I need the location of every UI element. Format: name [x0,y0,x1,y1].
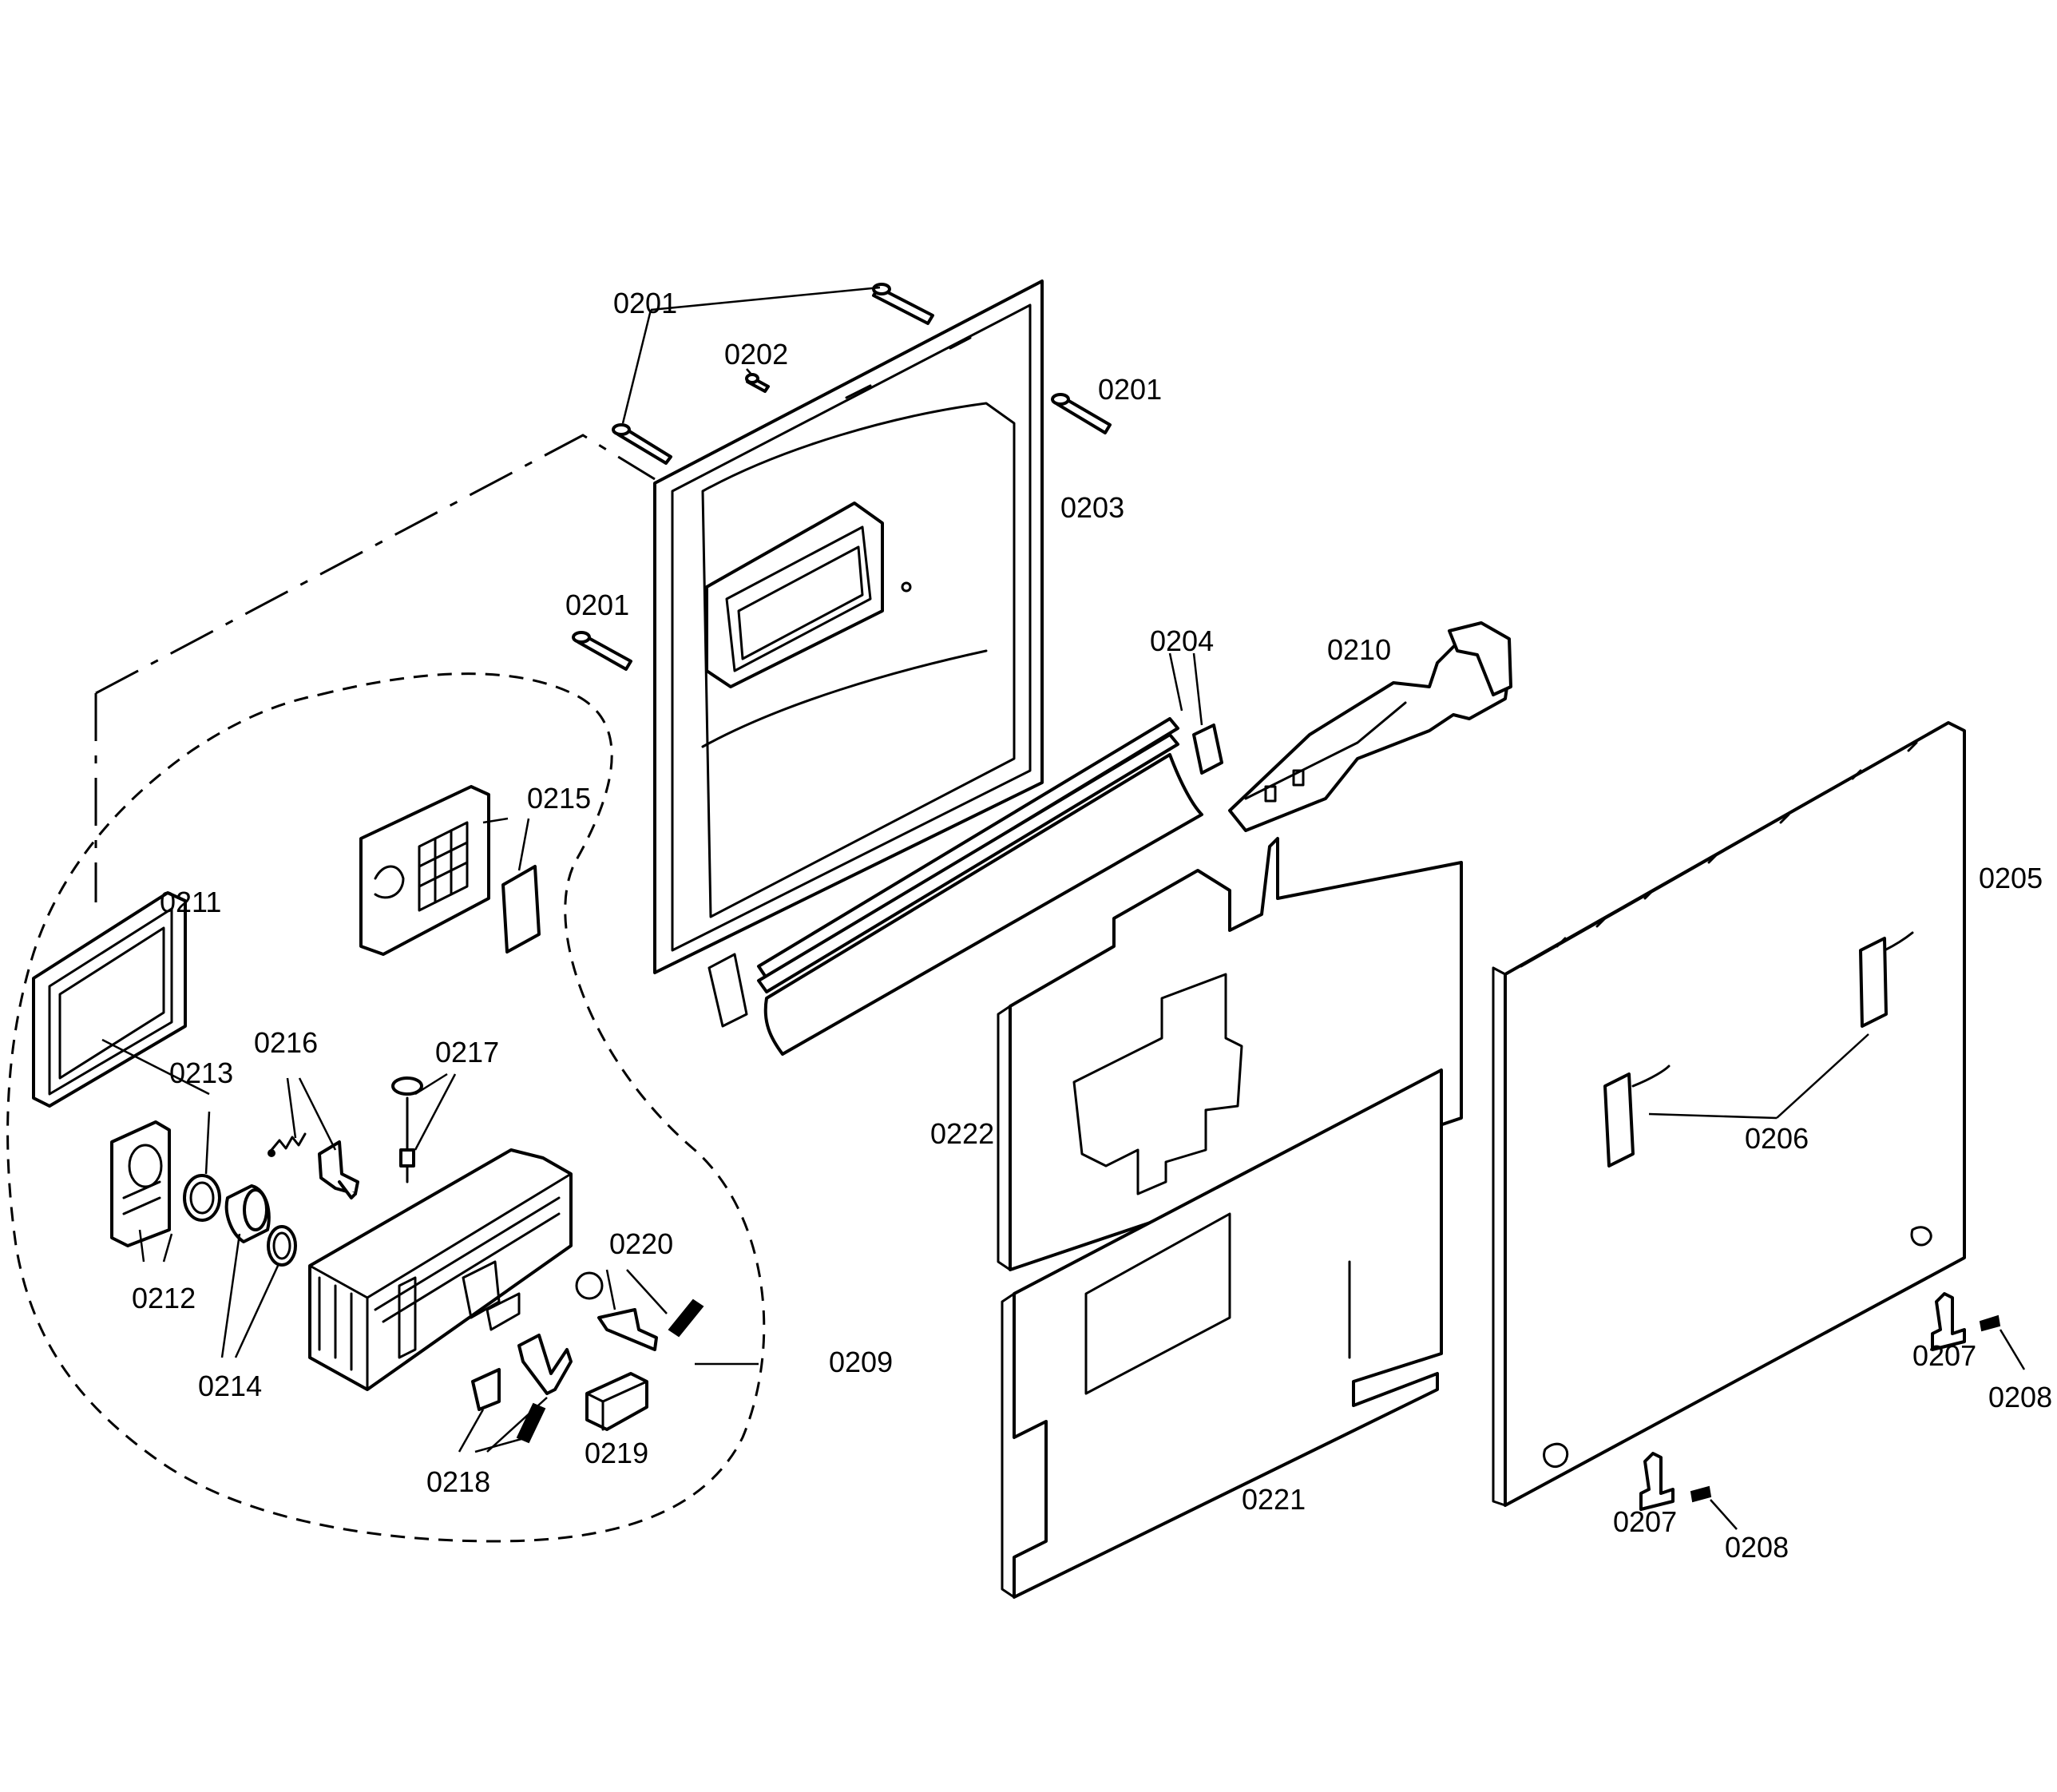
callout-labels: 0201 0202 0201 0203 0201 0204 0210 0215 … [132,287,2052,1564]
callout-0204: 0204 [1150,624,1214,657]
callout-0208-right: 0208 [1988,1381,2052,1413]
latch-0220 [597,1308,658,1351]
callout-0222: 0222 [930,1117,994,1150]
callout-0207-bottom: 0207 [1613,1505,1677,1538]
inner-door-panel [653,280,1044,974]
callout-0210: 0210 [1327,633,1391,666]
callout-0212: 0212 [132,1282,196,1314]
hinge-clip-0207-right [1931,1292,1966,1351]
screw-0201-lower [572,631,632,671]
callout-0219: 0219 [585,1437,648,1469]
lever-0216 [318,1140,359,1199]
seal-strip [707,717,1223,1056]
vent-cover [501,865,541,953]
callout-0221: 0221 [1242,1483,1306,1516]
callout-0218: 0218 [426,1465,490,1498]
callout-0220: 0220 [609,1227,673,1260]
leader-lines [101,286,2026,1530]
callout-0216: 0216 [254,1026,318,1059]
outer-door-panel [1492,721,1966,1507]
callout-0215: 0215 [527,782,591,815]
callout-0205: 0205 [1979,862,2043,894]
ball-0220 [575,1271,604,1300]
screw-0202 [745,373,770,393]
dispenser-opening [705,502,884,688]
actuator-0219 [585,1372,648,1431]
callout-0214: 0214 [198,1370,262,1402]
gasket-frame [32,891,187,1108]
callout-0201-right: 0201 [1098,373,1162,406]
callout-0202: 0202 [724,338,788,371]
callout-0208-bottom: 0208 [1725,1531,1789,1564]
spring-0218 [516,1402,546,1444]
float-0217 [391,1076,423,1183]
subassembly-0209-boundary [6,672,766,1543]
rinse-aid-cap [224,1184,271,1243]
label-sticker-right [1859,931,1914,1028]
callout-0213: 0213 [169,1057,233,1089]
hinge-bracket [1228,621,1512,832]
callout-0203: 0203 [1060,491,1124,524]
callout-0211: 0211 [160,886,221,918]
insulation-upper [997,837,1463,1271]
callout-0201-top: 0201 [613,287,677,319]
screw-0201-right [1051,393,1112,434]
slider-0218 [471,1334,573,1411]
hinge-clip-0207-bottom [1639,1452,1675,1511]
insulation-lower [1001,1068,1443,1599]
vent-assembly [359,785,541,956]
screw-0208-bottom [1690,1485,1712,1503]
label-sticker-left [1603,1064,1671,1168]
screw-0201-left [612,423,672,465]
callout-0201-left: 0201 [565,589,629,621]
dispenser-housing [308,1148,573,1391]
screw-0201-top [872,283,934,325]
callout-0217: 0217 [435,1036,499,1068]
callout-0207-right: 0207 [1912,1339,1976,1372]
callout-0206: 0206 [1745,1122,1809,1155]
callout-0209: 0209 [829,1346,893,1378]
alignment-line [95,434,656,695]
screw-0208-right [1979,1314,2001,1332]
spring-0220 [668,1298,704,1338]
spring-0216 [268,1132,307,1157]
dispenser-cover [110,1120,171,1247]
seal-ring-0214 [267,1225,297,1267]
